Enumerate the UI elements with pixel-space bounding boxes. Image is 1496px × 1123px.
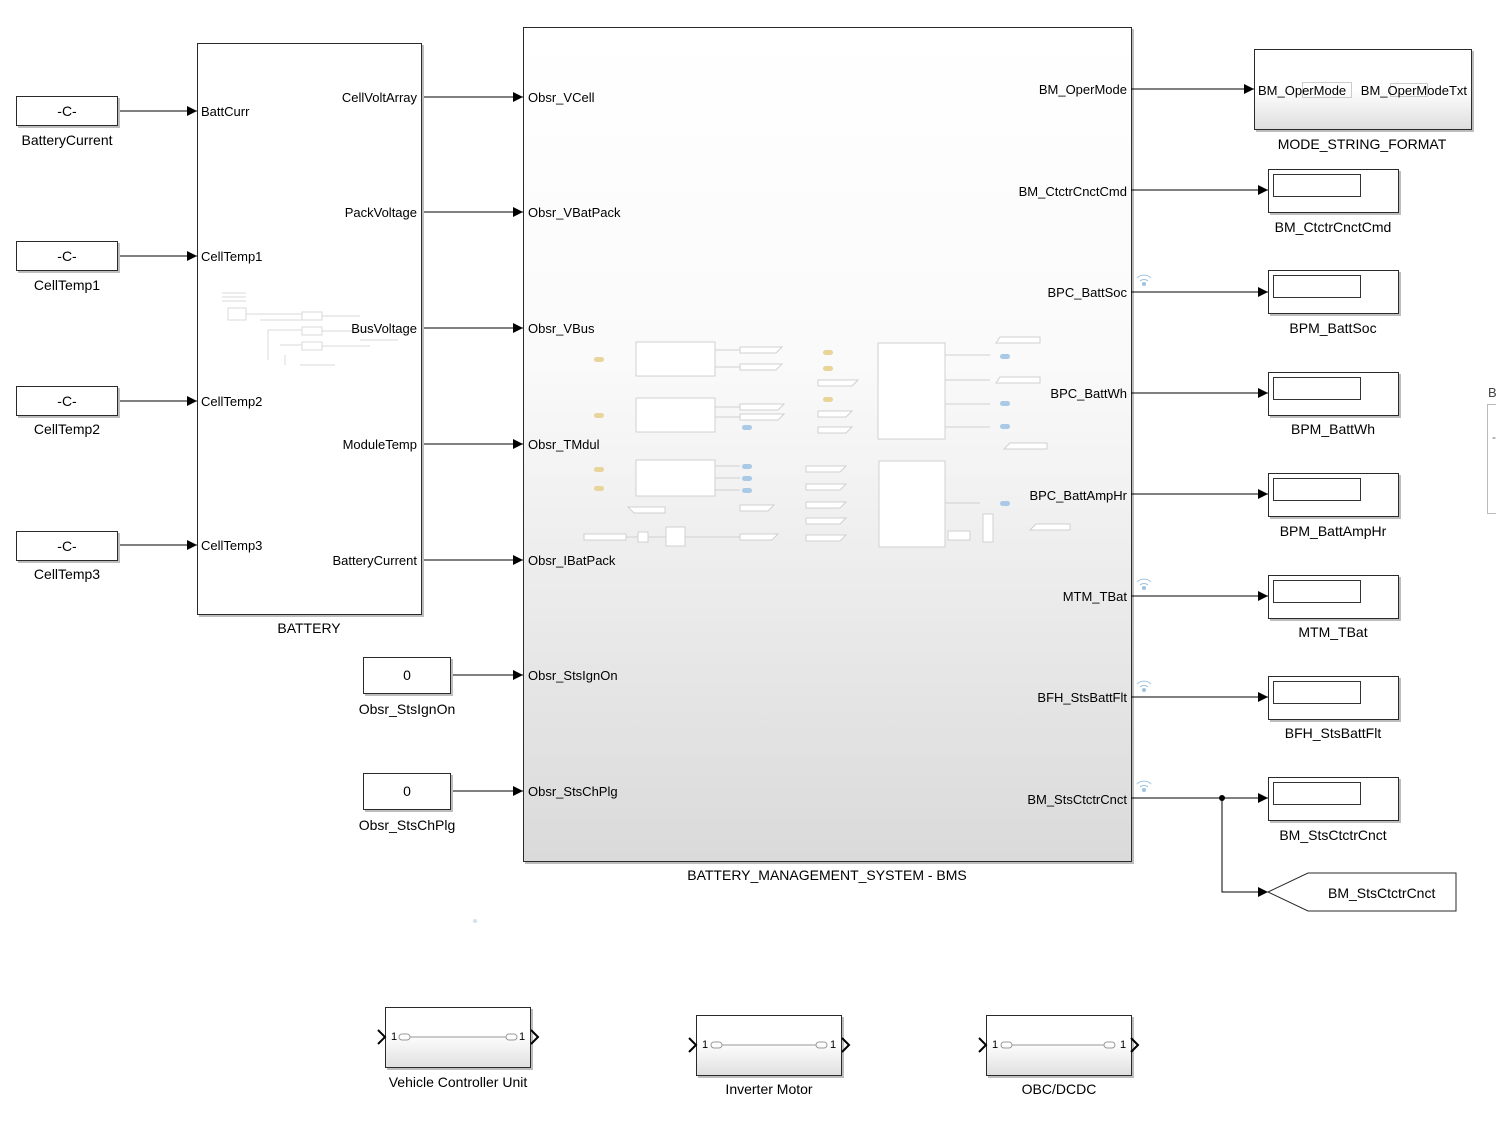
battery-in-port: BattCurr	[201, 104, 250, 119]
goto-block-shape[interactable]	[1266, 872, 1457, 912]
offscreen-block-mark: -	[1492, 430, 1496, 444]
display-label: BPM_BattSoc	[1289, 320, 1377, 336]
msf-in-port: BM_OperMode	[1258, 83, 1347, 98]
constant-value: -C-	[57, 248, 77, 264]
battery-block-name: BATTERY	[277, 620, 341, 636]
constant-battery-current[interactable]: -C-	[16, 96, 118, 126]
bms-out-port: BPC_BattAmpHr	[1029, 488, 1127, 503]
bms-in-port: Obsr_TMdul	[528, 437, 600, 452]
wire-goto-branch[interactable]	[1221, 798, 1268, 897]
bms-in-port: Obsr_VCell	[528, 90, 595, 105]
offscreen-block-label: B	[1488, 385, 1496, 400]
display-block[interactable]	[1268, 676, 1399, 720]
signal-log-icons	[1136, 274, 1152, 792]
bms-in-port: Obsr_VBatPack	[528, 205, 621, 220]
battery-in-port: CellTemp2	[201, 394, 263, 409]
bms-preview-ports	[473, 350, 1010, 923]
display-window	[1273, 377, 1361, 400]
constant-value: 0	[403, 667, 411, 683]
constant-value: -C-	[57, 538, 77, 554]
constant-label-obsr-sts-ch-plg: Obsr_StsChPlg	[358, 817, 456, 833]
display-window	[1273, 782, 1361, 805]
display-block[interactable]	[1268, 270, 1399, 314]
branch-point	[1219, 795, 1225, 801]
constant-value: -C-	[57, 103, 77, 119]
bms-out-port: BM_StsCtctrCnct	[1027, 792, 1127, 807]
display-block[interactable]	[1268, 777, 1399, 821]
display-block[interactable]	[1268, 473, 1399, 517]
display-label: MTM_TBat	[1298, 624, 1368, 640]
display-label: BFH_StsBattFlt	[1284, 725, 1382, 741]
display-window	[1273, 580, 1361, 603]
bms-out-port: MTM_TBat	[1062, 589, 1127, 604]
constant-label-obsr-sts-ign-on: Obsr_StsIgnOn	[358, 701, 456, 717]
bms-out-port: BM_CtctrCnctCmd	[1018, 184, 1127, 199]
display-label: BM_CtctrCnctCmd	[1274, 219, 1392, 235]
msf-out-port: BM_OperModeTxt	[1360, 83, 1467, 98]
constant-value: 0	[403, 783, 411, 799]
battery-subsystem[interactable]	[197, 43, 422, 615]
battery-in-port: CellTemp1	[201, 249, 263, 264]
vcu-out-port: 1	[519, 1031, 526, 1043]
display-label: BPM_BattWh	[1290, 421, 1376, 437]
constant-label-cell-temp1: CellTemp1	[33, 277, 101, 293]
display-block[interactable]	[1268, 372, 1399, 416]
bms-internal-preview	[583, 336, 1071, 548]
display-block[interactable]	[1268, 575, 1399, 619]
msf-inner-box	[1302, 82, 1352, 98]
bms-in-port: Obsr_StsIgnOn	[528, 668, 618, 683]
mode-string-format-name: MODE_STRING_FORMAT	[1277, 136, 1447, 152]
obc-in-port: 1	[992, 1039, 999, 1051]
constant-cell-temp1[interactable]: -C-	[16, 241, 118, 271]
subsystem-inner-lines	[398, 1033, 1116, 1049]
bms-out-port: BM_OperMode	[1038, 82, 1127, 97]
display-window	[1273, 174, 1361, 197]
battery-out-port: CellVoltArray	[341, 90, 417, 105]
subsystem-port-chevrons	[377, 1029, 1140, 1053]
inverter-motor-label: Inverter Motor	[725, 1081, 813, 1097]
constant-obsr-sts-ign-on[interactable]: 0	[363, 657, 451, 694]
constant-obsr-sts-ch-plg[interactable]: 0	[363, 773, 451, 810]
display-window	[1273, 681, 1361, 704]
msf-inner-box	[1390, 83, 1428, 97]
constant-cell-temp2[interactable]: -C-	[16, 386, 118, 416]
vcu-in-port: 1	[391, 1031, 398, 1043]
constant-label-cell-temp3: CellTemp3	[33, 566, 101, 582]
display-label: BPM_BattAmpHr	[1279, 523, 1387, 539]
bms-block-name: BATTERY_MANAGEMENT_SYSTEM - BMS	[687, 867, 967, 883]
bms-in-port: Obsr_IBatPack	[528, 553, 616, 568]
obc-dcdc-label: OBC/DCDC	[1021, 1081, 1097, 1097]
obc-out-port: 1	[1120, 1039, 1127, 1051]
bms-out-port: BPC_BattSoc	[1047, 285, 1128, 300]
display-window	[1273, 275, 1361, 298]
bms-in-port: Obsr_VBus	[528, 321, 595, 336]
constant-cell-temp3[interactable]: -C-	[16, 531, 118, 561]
vehicle-controller-unit-label: Vehicle Controller Unit	[388, 1074, 528, 1090]
battery-internal-preview	[222, 292, 398, 366]
battery-in-port: CellTemp3	[201, 538, 263, 553]
bms-out-port: BFH_StsBattFlt	[1037, 690, 1127, 705]
offscreen-block[interactable]: -	[1487, 404, 1496, 514]
constant-label-battery-current: BatteryCurrent	[21, 132, 113, 148]
display-block[interactable]	[1268, 169, 1399, 213]
bms-in-port: Obsr_StsChPlg	[528, 784, 618, 799]
battery-out-port: PackVoltage	[344, 205, 417, 220]
battery-out-port: ModuleTemp	[342, 437, 417, 452]
mode-string-format-block[interactable]: BM_OperMode BM_OperModeTxt	[1254, 49, 1472, 130]
battery-out-port: BusVoltage	[351, 321, 417, 336]
goto-tag-label: BM_StsCtctrCnct	[1328, 885, 1436, 901]
inverter-in-port: 1	[702, 1039, 709, 1051]
bms-out-port: BPC_BattWh	[1050, 386, 1127, 401]
battery-out-port: BatteryCurrent	[332, 553, 417, 568]
display-label: BM_StsCtctrCnct	[1279, 827, 1387, 843]
constant-value: -C-	[57, 393, 77, 409]
constant-label-cell-temp2: CellTemp2	[33, 421, 101, 437]
inverter-out-port: 1	[830, 1039, 837, 1051]
display-window	[1273, 478, 1361, 501]
